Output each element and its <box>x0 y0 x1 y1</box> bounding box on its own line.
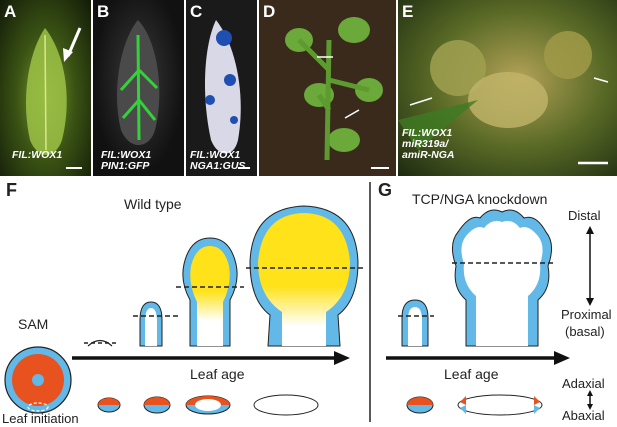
knockdown-title: TCP/NGA knockdown <box>412 191 548 207</box>
cross-sections-f <box>97 394 319 416</box>
leaf-initiation-label: Leaf initiation <box>2 411 79 426</box>
leaf-age-label-f: Leaf age <box>190 366 245 382</box>
sam-diagram <box>4 346 72 414</box>
panel-c-label: C <box>190 2 203 21</box>
panel-a-image <box>25 27 82 169</box>
panel-b-caption: FIL:WOX1 PIN1:GFP <box>101 149 152 172</box>
cross-sections-g <box>406 394 543 416</box>
wild-type-title: Wild type <box>124 196 182 212</box>
panel-e-label: E <box>402 2 414 21</box>
panel-b-label: B <box>97 2 110 21</box>
panel-g-label: G <box>378 180 393 200</box>
adaxial-label: Adaxial <box>562 376 605 391</box>
panel-c: C FIL:WOX1 NGA1:GUS <box>186 0 257 176</box>
distal-label: Distal <box>568 208 601 223</box>
panel-c-image <box>204 20 250 169</box>
panel-c-caption: FIL:WOX1 NGA1:GUS <box>190 149 246 172</box>
basal-label: (basal) <box>565 324 605 339</box>
panel-b: B FIL:WOX1 PIN1:GFP <box>93 0 184 176</box>
proximal-label: Proximal <box>561 307 612 322</box>
panel-f-label: F <box>6 180 17 200</box>
panel-a-caption: FIL:WOX1 <box>12 149 63 161</box>
leaf-primordium-0 <box>87 339 113 347</box>
abaxial-label: Abaxial <box>562 408 605 423</box>
sam-label: SAM <box>18 316 49 332</box>
panel-e-image <box>398 31 609 165</box>
panel-e-caption: FIL:WOX1 miR319a/ amiR-NGA <box>402 127 455 161</box>
panel-d: D <box>259 0 396 176</box>
panel-d-image <box>285 17 389 169</box>
panel-e: E FIL:WOX1 miR319a/ amiR-NGA <box>398 0 617 176</box>
panel-d-label: D <box>263 2 276 21</box>
panel-a: A FIL:WOX1 <box>0 0 91 176</box>
panel-a-label: A <box>4 2 17 21</box>
leaf-age-label-g: Leaf age <box>444 366 499 382</box>
panel-b-image <box>117 20 160 145</box>
